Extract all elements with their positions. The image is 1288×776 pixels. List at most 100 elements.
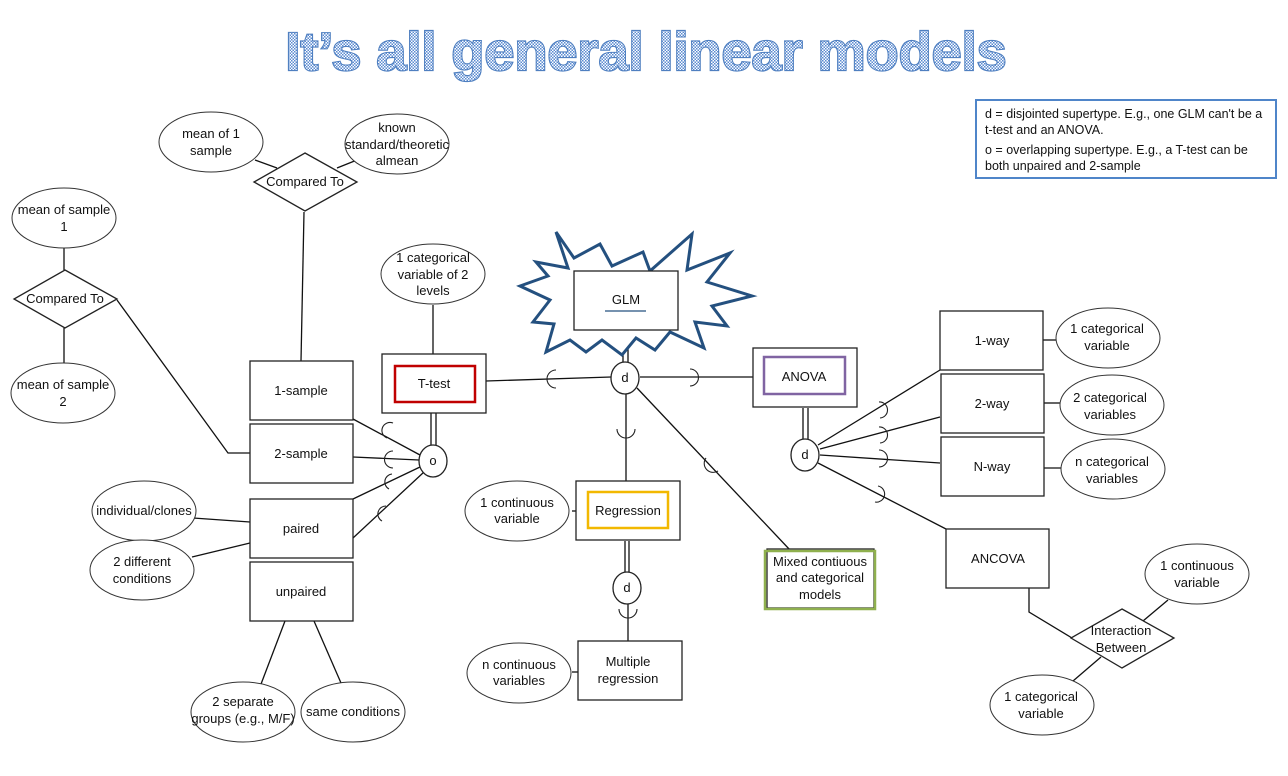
attr-text: variable of 2 xyxy=(398,267,469,282)
attr-known-standard: known standard/theoretic almean xyxy=(344,113,450,175)
entity-unpaired[interactable]: unpaired xyxy=(249,561,354,622)
attr-text: 2 different xyxy=(113,554,171,569)
attr-text: variable xyxy=(1018,706,1064,721)
glm-d-label: d xyxy=(621,370,628,385)
connector-lines xyxy=(63,159,1169,693)
subset-arcs xyxy=(377,368,889,619)
one-way-label: 1-way xyxy=(975,333,1010,348)
entity-one-way[interactable]: 1-way xyxy=(939,310,1044,371)
attr-text: sample xyxy=(190,143,232,158)
interaction-line1: Interaction xyxy=(1091,623,1152,638)
entity-two-sample[interactable]: 2-sample xyxy=(249,423,354,484)
attr-text: variables xyxy=(1086,471,1139,486)
attr-two-separate-groups: 2 separate groups (e.g., M/F) xyxy=(190,681,296,743)
attr-text: n continuous xyxy=(482,657,556,672)
attr-text: 1 xyxy=(60,219,67,234)
attr-mean-of-sample-1: mean of sample 1 xyxy=(11,187,117,249)
compared-to-top-label: Compared To xyxy=(266,174,344,189)
attr-text: 1 continuous xyxy=(480,495,554,510)
attr-text: variable xyxy=(1174,575,1220,590)
entity-ttest[interactable]: T-test xyxy=(381,353,487,414)
attr-text: 1 categorical xyxy=(1004,689,1078,704)
anova-d-label: d xyxy=(801,447,808,462)
attr-text: 1 continuous xyxy=(1160,558,1234,573)
legend-d-definition: d = disjointed supertype. E.g., one GLM … xyxy=(985,107,1263,137)
ttest-overlap-circle: o xyxy=(418,444,448,478)
anova-disjoint-circle: d xyxy=(790,438,820,472)
relation-compared-to-top[interactable]: Compared To xyxy=(252,152,359,212)
attr-one-categorical-1way: 1 categorical variable xyxy=(1055,307,1161,369)
entity-anova[interactable]: ANOVA xyxy=(752,347,858,408)
attr-ttest-categorical: 1 categorical variable of 2 levels xyxy=(380,243,486,305)
regression-disjoint-circle: d xyxy=(612,571,642,605)
attr-ancova-categorical: 1 categorical variable xyxy=(989,674,1095,736)
compared-to-left-label: Compared To xyxy=(26,291,104,306)
attr-text: 2 categorical xyxy=(1073,390,1147,405)
glm-disjoint-circle: d xyxy=(610,361,640,395)
n-way-label: N-way xyxy=(974,459,1011,474)
entity-n-way[interactable]: N-way xyxy=(940,436,1045,497)
attr-text: mean of sample xyxy=(17,377,110,392)
attr-text: 2 xyxy=(59,394,66,409)
attr-text: variable xyxy=(494,511,540,526)
reg-d-label: d xyxy=(623,580,630,595)
entity-glm[interactable]: GLM xyxy=(573,270,679,331)
two-sample-label: 2-sample xyxy=(274,446,327,461)
legend-o-definition: o = overlapping supertype. E.g., a T-tes… xyxy=(985,143,1248,173)
relation-compared-to-left[interactable]: Compared To xyxy=(12,269,119,329)
attr-text: standard/theoretic xyxy=(345,137,450,152)
entity-ancova[interactable]: ANCOVA xyxy=(945,528,1050,589)
entity-regression[interactable]: Regression xyxy=(575,480,681,541)
interaction-line2: Between xyxy=(1096,640,1147,655)
multiple-regression-line1: Multiple xyxy=(606,654,651,669)
attr-individual-clones: individual/clones xyxy=(91,480,197,542)
attr-text: groups (e.g., M/F) xyxy=(191,711,294,726)
regression-label: Regression xyxy=(595,503,661,518)
ttest-o-label: o xyxy=(429,453,436,468)
attr-text: 2 separate xyxy=(212,694,273,709)
entity-multiple-regression[interactable]: Multiple regression xyxy=(577,640,683,701)
attr-text: variables xyxy=(1084,407,1137,422)
attr-text: conditions xyxy=(113,571,172,586)
mixed-label-line3: models xyxy=(799,587,841,602)
attr-ancova-continuous: 1 continuous variable xyxy=(1144,543,1250,605)
ttest-label: T-test xyxy=(418,376,451,391)
attr-n-categorical-nway: n categorical variables xyxy=(1060,438,1166,500)
attr-text: variable xyxy=(1084,338,1130,353)
one-sample-label: 1-sample xyxy=(274,383,327,398)
attr-text: 1 categorical xyxy=(1070,321,1144,336)
entity-one-sample[interactable]: 1-sample xyxy=(249,360,354,421)
multiple-regression-line2: regression xyxy=(598,671,659,686)
mixed-label-line1: Mixed contiuous xyxy=(773,554,867,569)
attr-text: levels xyxy=(416,283,450,298)
paired-label: paired xyxy=(283,521,319,536)
attr-text: almean xyxy=(376,153,419,168)
legend-box: d = disjointed supertype. E.g., one GLM … xyxy=(975,99,1277,179)
attr-one-continuous-regression: 1 continuous variable xyxy=(464,480,570,542)
attr-text: individual/clones xyxy=(96,503,192,518)
attr-text: known xyxy=(378,120,416,135)
attr-text: mean of sample xyxy=(18,202,111,217)
unpaired-label: unpaired xyxy=(276,584,327,599)
anova-label: ANOVA xyxy=(782,369,827,384)
page-title: It’s all general linear models xyxy=(285,22,1006,82)
attr-text: same conditions xyxy=(306,704,400,719)
entity-mixed-models[interactable]: Mixed contiuous and categorical models xyxy=(763,548,877,611)
entity-paired[interactable]: paired xyxy=(249,498,354,559)
attr-text: variables xyxy=(493,673,546,688)
attr-two-different-conditions: 2 different conditions xyxy=(89,539,195,601)
two-way-label: 2-way xyxy=(975,396,1010,411)
attr-mean-of-1-sample: mean of 1 sample xyxy=(158,111,264,173)
attr-mean-of-sample-2: mean of sample 2 xyxy=(10,362,116,424)
attr-text: mean of 1 xyxy=(182,126,240,141)
mixed-label-line2: and categorical xyxy=(776,570,864,585)
relation-interaction-between[interactable]: Interaction Between xyxy=(1069,608,1176,669)
entity-two-way[interactable]: 2-way xyxy=(940,373,1045,434)
attr-n-continuous: n continuous variables xyxy=(466,642,572,704)
attr-two-categorical-2way: 2 categorical variables xyxy=(1059,374,1165,436)
attr-text: n categorical xyxy=(1075,454,1149,469)
attr-text: 1 categorical xyxy=(396,250,470,265)
ancova-label: ANCOVA xyxy=(971,551,1025,566)
attr-same-conditions: same conditions xyxy=(300,681,406,743)
